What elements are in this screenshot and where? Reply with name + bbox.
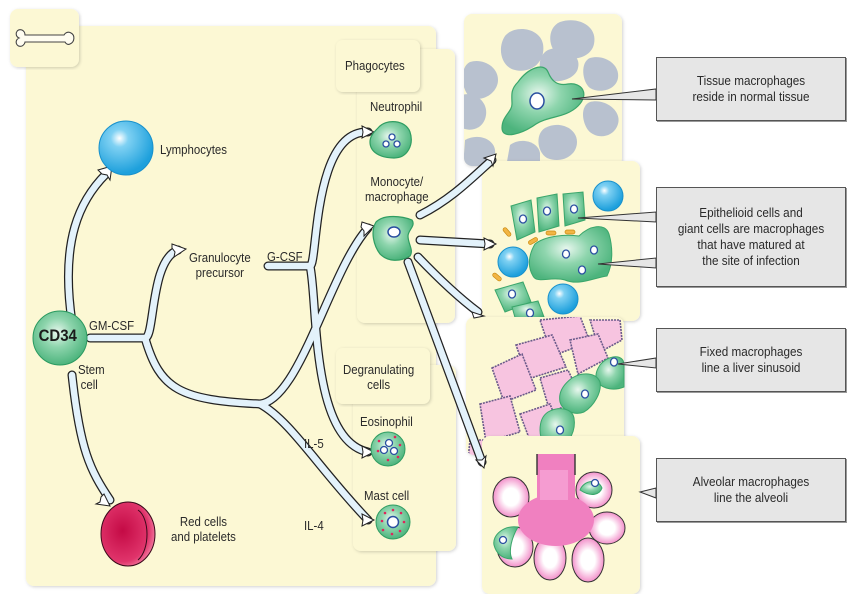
- callout-line: giant cells are macrophages: [677, 221, 825, 236]
- mast-cell: [375, 504, 411, 540]
- callout-line: Tissue macrophages: [696, 73, 806, 88]
- callout-line: Fixed macrophages: [699, 344, 803, 359]
- red-cell: [100, 501, 156, 567]
- monocyte-line1: Monocyte/: [370, 174, 424, 189]
- callout-epithelioid-cells: Epithelioid cells and giant cells are ma…: [656, 187, 846, 287]
- degranulating-title: Degranulating cells: [343, 362, 414, 392]
- granulocyte-precursor-label: Granulocyte precursor: [189, 250, 251, 280]
- red-cells-line2: and platelets: [171, 529, 236, 544]
- callout-line: line a liver sinusoid: [701, 360, 801, 375]
- cd34-stem-cell: [32, 310, 88, 366]
- degranulating-tab: [336, 348, 430, 404]
- callout-line: reside in normal tissue: [692, 89, 810, 104]
- lymphocytes-label: Lymphocytes: [160, 142, 227, 157]
- eosinophil-cell: [370, 431, 406, 467]
- tissue-panel-infection: [482, 161, 640, 322]
- degranulating-line1: Degranulating: [343, 362, 415, 377]
- eosinophil-label: Eosinophil: [360, 414, 413, 429]
- bone-icon: [10, 9, 79, 67]
- neutrophil-label: Neutrophil: [370, 99, 423, 114]
- callout-pointers: [571, 88, 657, 499]
- callout-line: the site of infection: [702, 253, 800, 268]
- monocyte-line2: macrophage: [365, 189, 429, 204]
- neutrophil-cell: [369, 121, 412, 159]
- callout-alveolar-macrophages: Alveolar macrophages line the alveoli: [656, 458, 846, 522]
- monocyte-label: Monocyte/ macrophage: [365, 174, 429, 204]
- red-cells-label: Red cells and platelets: [171, 514, 236, 544]
- tissue-panel-alveoli: [482, 436, 640, 594]
- mast-cell-label: Mast cell: [364, 488, 410, 503]
- callout-tissue-macrophages: Tissue macrophages reside in normal tiss…: [656, 57, 846, 121]
- degranulating-line2: cells: [367, 377, 391, 392]
- stem-caption-line1: Stem: [78, 362, 105, 377]
- callout-line: that have matured at: [697, 237, 805, 252]
- il4-label: IL-4: [304, 518, 324, 533]
- red-cells-line1: Red cells: [179, 514, 227, 529]
- differentiation-arrows: [63, 125, 498, 527]
- monocyte-macrophage-cell: [372, 215, 414, 261]
- granulocyte-line1: Granulocyte: [189, 250, 251, 265]
- cd34-label: CD34: [38, 326, 77, 345]
- stem-cell-caption: Stem cell: [78, 362, 105, 392]
- phagocytes-title: Phagocytes: [345, 58, 405, 73]
- il5-label: IL-5: [304, 436, 324, 451]
- granulocyte-line2: precursor: [195, 265, 244, 280]
- callout-line: line the alveoli: [713, 490, 789, 505]
- gm-csf-label: GM-CSF: [89, 318, 135, 333]
- tissue-panel-normal: [464, 14, 622, 166]
- callout-line: Epithelioid cells and: [699, 205, 803, 220]
- g-csf-label: G-CSF: [267, 249, 303, 264]
- tissue-panel-liver: [466, 317, 625, 455]
- lymphocyte-cell: [98, 120, 154, 176]
- stem-caption-line2: cell: [80, 377, 98, 392]
- callout-fixed-macrophages: Fixed macrophages line a liver sinusoid: [656, 328, 846, 392]
- phagocytes-tab: [336, 40, 420, 92]
- degranulating-panel: [353, 365, 456, 551]
- callout-line: Alveolar macrophages: [692, 474, 810, 489]
